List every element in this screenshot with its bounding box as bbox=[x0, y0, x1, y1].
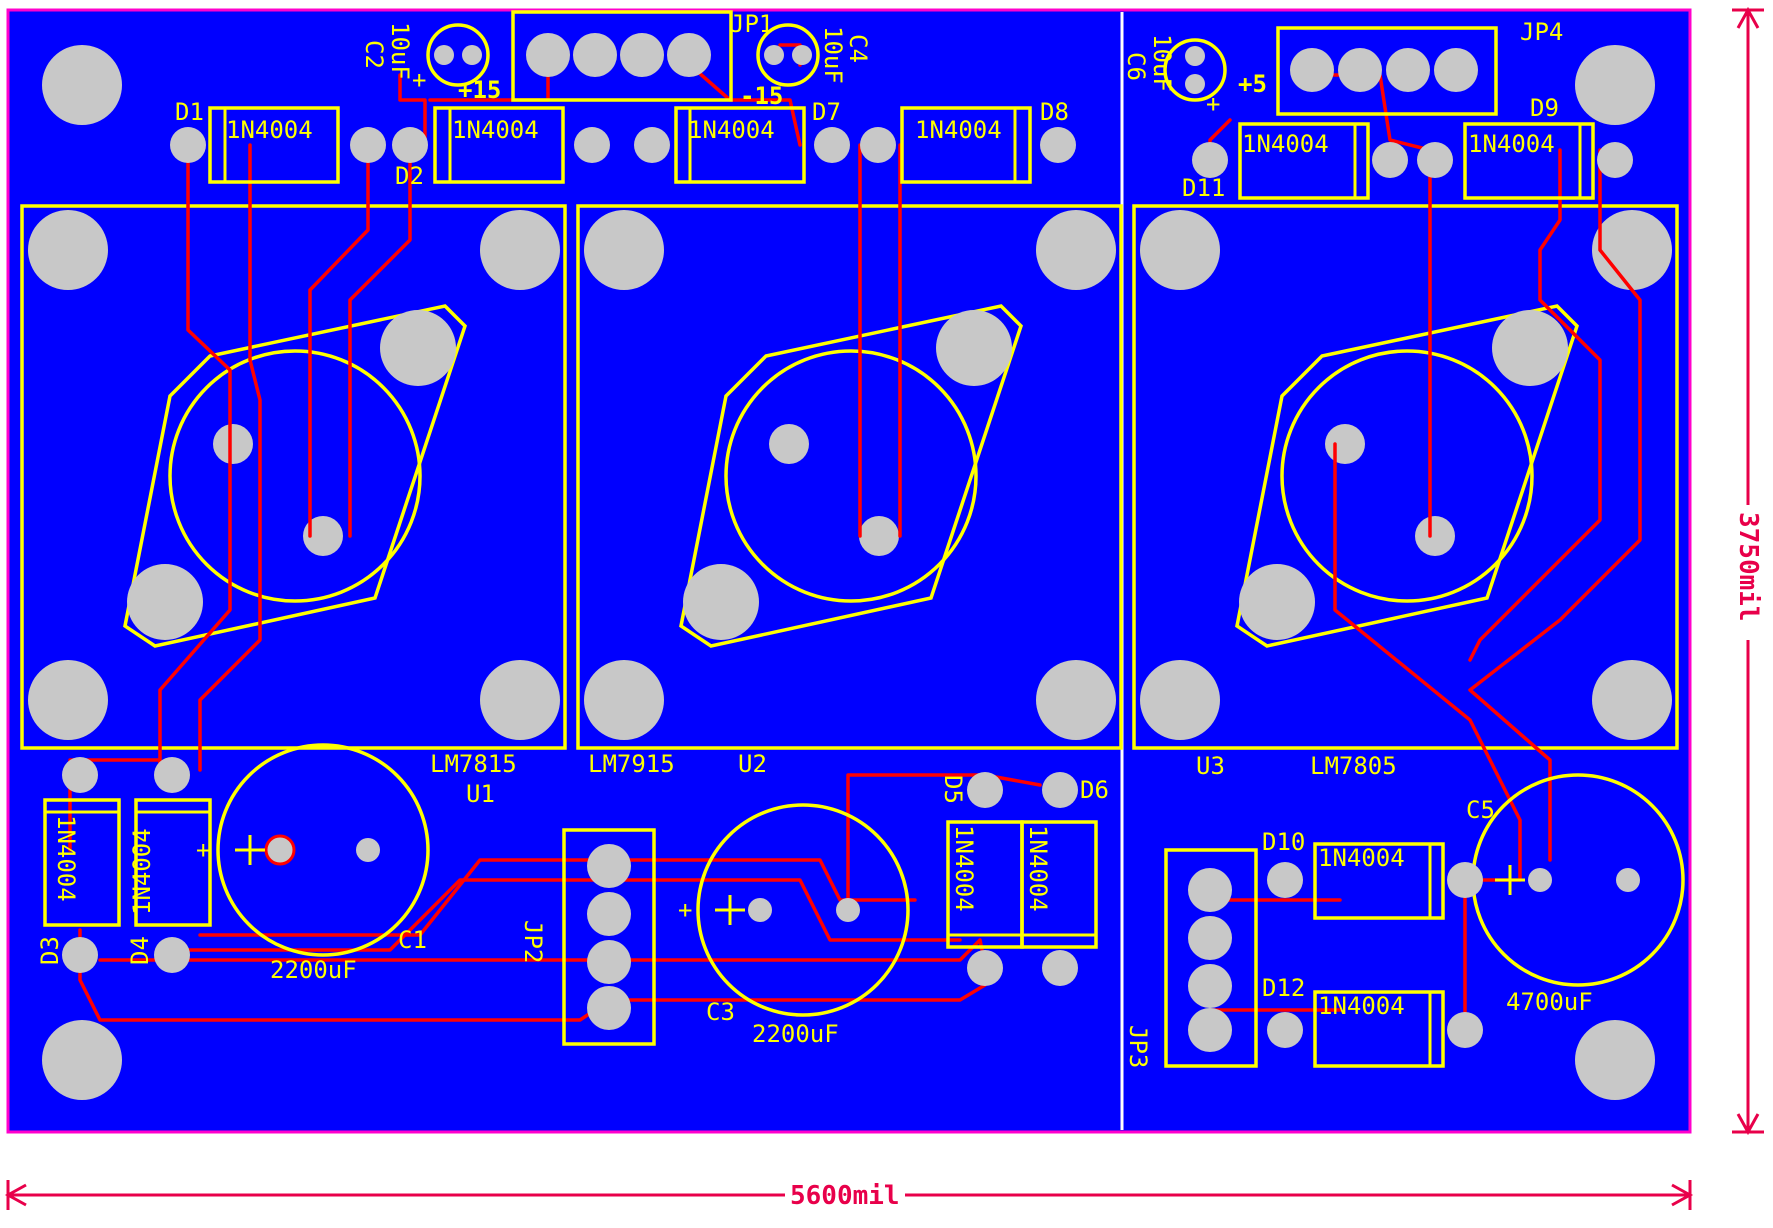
capacitor-c6-footprint bbox=[1163, 38, 1227, 102]
d1-part-label: 1N4004 bbox=[226, 116, 313, 144]
d6-part-label: 1N4004 bbox=[1024, 825, 1052, 912]
rail-plus5-label: +5 bbox=[1238, 70, 1267, 98]
c3-polarity-mark: + bbox=[678, 896, 692, 924]
d9-ref-label: D9 bbox=[1530, 94, 1559, 122]
u3-part-label: LM7805 bbox=[1310, 752, 1397, 780]
u2-part-label: LM7915 bbox=[588, 750, 675, 778]
d6-ref-label: D6 bbox=[1080, 776, 1109, 804]
d10-ref-label: D10 bbox=[1262, 828, 1305, 856]
jp2-label: JP2 bbox=[519, 920, 547, 963]
d2-ref-label: D2 bbox=[395, 162, 424, 190]
capacitor-c1-footprint bbox=[216, 743, 430, 957]
u1-part-label: LM7815 bbox=[430, 750, 517, 778]
d10-part-label: 1N4004 bbox=[1318, 844, 1405, 872]
regulator-u1-footprint bbox=[123, 304, 468, 648]
d1-ref-label: D1 bbox=[175, 98, 204, 126]
jp3-label: JP3 bbox=[1124, 1025, 1152, 1068]
mounting-holes bbox=[42, 45, 1655, 1100]
d9-part-label: 1N4004 bbox=[1468, 130, 1555, 158]
d3-ref-label: D3 bbox=[36, 936, 64, 965]
d3-part-label: 1N4004 bbox=[52, 815, 80, 902]
c4-ref-label: C4 bbox=[844, 34, 872, 63]
d11-ref-label: D11 bbox=[1182, 174, 1225, 202]
c2-polarity-mark: + bbox=[412, 66, 426, 94]
connector-jp1 bbox=[511, 10, 733, 102]
c5-value-label: 4700uF bbox=[1506, 988, 1593, 1016]
u2-ref-label: U2 bbox=[738, 750, 767, 778]
rail-plus15-label: +15 bbox=[458, 76, 501, 104]
d8-part-label: 1N4004 bbox=[915, 116, 1002, 144]
rail-minus15-label: -15 bbox=[740, 82, 783, 110]
c6-value-label: 10uF bbox=[1148, 34, 1176, 92]
u3-ref-label: U3 bbox=[1196, 752, 1225, 780]
d5-part-label: 1N4004 bbox=[950, 825, 978, 912]
c1-value-label: 2200uF bbox=[270, 956, 357, 984]
c5-ref-label: C5 bbox=[1466, 796, 1495, 824]
capacitor-c3-footprint bbox=[696, 803, 910, 1017]
c3-value-label: 2200uF bbox=[752, 1020, 839, 1048]
regulator-u2-footprint bbox=[679, 304, 1024, 648]
d8-ref-label: D8 bbox=[1040, 98, 1069, 126]
d12-part-label: 1N4004 bbox=[1318, 992, 1405, 1020]
c3-ref-label: C3 bbox=[706, 998, 735, 1026]
d7-ref-label: D7 bbox=[812, 98, 841, 126]
connector-jp3 bbox=[1164, 848, 1258, 1068]
diode-footprints bbox=[43, 106, 1633, 1068]
d4-ref-label: D4 bbox=[126, 936, 154, 965]
d4-part-label: 1N4004 bbox=[128, 828, 156, 915]
heatsink-outlines bbox=[20, 204, 1679, 750]
board-outline bbox=[6, 8, 1692, 1134]
connector-jp4 bbox=[1276, 26, 1498, 116]
d11-part-label: 1N4004 bbox=[1242, 130, 1329, 158]
board-copper bbox=[8, 10, 1690, 1132]
height-dimension-label: 3750mil bbox=[1733, 512, 1763, 622]
c6-polarity-mark: + bbox=[1206, 90, 1220, 118]
d5-ref-label: D5 bbox=[939, 775, 967, 804]
jp4-label: JP4 bbox=[1520, 18, 1563, 46]
regulator-u3-footprint bbox=[1235, 304, 1580, 648]
c6-ref-label: C6 bbox=[1122, 52, 1150, 81]
connector-jp2 bbox=[562, 828, 656, 1046]
height-dimension bbox=[1732, 6, 1766, 1136]
c1-polarity-mark: + bbox=[196, 836, 210, 864]
jp1-label: JP1 bbox=[730, 10, 773, 38]
c1-ref-label: C1 bbox=[398, 926, 427, 954]
width-dimension bbox=[4, 1178, 1694, 1212]
capacitor-c4-footprint bbox=[756, 23, 820, 87]
d12-ref-label: D12 bbox=[1262, 974, 1305, 1002]
d7-part-label: 1N4004 bbox=[688, 116, 775, 144]
capacitor-c2-footprint bbox=[426, 23, 490, 87]
c2-ref-label: C2 bbox=[360, 40, 388, 69]
width-dimension-label: 5600mil bbox=[790, 1181, 900, 1211]
c2-value-label: 10uF bbox=[386, 22, 414, 80]
d2-part-label: 1N4004 bbox=[452, 116, 539, 144]
u1-ref-label: U1 bbox=[466, 780, 495, 808]
c4-value-label: 10uF bbox=[819, 26, 847, 84]
